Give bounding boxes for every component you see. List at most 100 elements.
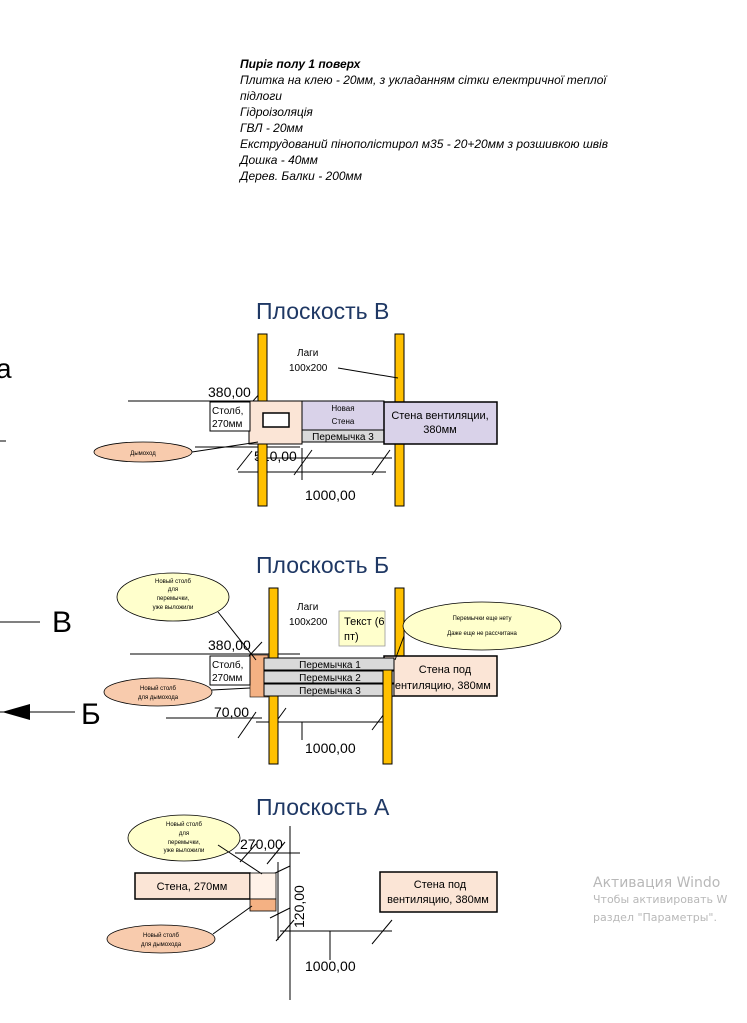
plane-a: Плоскость А 270,00 120,00 1000,00 Стена,… (106, 794, 498, 1000)
plane-b: Плоскость Б 380,00 70,00 1000,00 Стена п… (103, 552, 562, 765)
callout-text: для (168, 587, 178, 593)
callout-text: Новый столб (143, 932, 180, 939)
lintel-3-label: Перемычка 3 (299, 686, 361, 697)
edge-label-a: а (0, 353, 12, 384)
lagi-size-label: 100х200 (289, 617, 328, 628)
dim-tick (275, 919, 295, 942)
dim-tick (371, 449, 391, 476)
callout-dymokhod-text: Дымоход (130, 451, 156, 457)
callout-text: перемычки, (157, 596, 190, 602)
new-wall (301, 400, 385, 431)
callout-text: Даже еще не рассчитана (447, 631, 517, 637)
text-box-label: пт) (344, 631, 359, 643)
text-box-label: Текст (6 (344, 616, 385, 628)
notes-line: Плитка на клею - 20мм, з укладанням сітк… (240, 73, 607, 87)
callout-text: для дымохода (138, 695, 179, 701)
dim-tick (237, 711, 257, 739)
callout-text: для (179, 831, 189, 837)
text-box (338, 610, 386, 647)
new-wall-label: Новая (331, 404, 354, 413)
plane-v: Плоскость В 380,00 510,00 1000,00 Новая … (93, 298, 498, 507)
leader-line (217, 844, 263, 875)
dim-tick (371, 919, 393, 945)
callout-new-pillar (116, 572, 230, 622)
section-label-v: В (52, 606, 72, 639)
callout-text: Новый столб (155, 578, 192, 585)
dim-tick (239, 843, 257, 863)
dim-label-vertical: 120,00 (291, 885, 307, 928)
dim-tick (236, 450, 253, 471)
lagi-label: Лаги (297, 602, 318, 613)
chimney-pillar (249, 898, 277, 912)
callout-dymokhod (106, 924, 216, 954)
wall-270 (134, 872, 251, 900)
pillar-label: 270мм (212, 673, 243, 684)
callout-text: уже выложили (153, 605, 194, 611)
dim-label: 1000,00 (305, 958, 356, 974)
section-arrow-b (2, 704, 30, 720)
vent-wall (383, 655, 498, 697)
leader-line (191, 441, 259, 453)
notes-line: Дерев. Балки - 200мм (240, 169, 362, 183)
dim-label: 380,00 (208, 384, 251, 400)
vent-wall-label: Стена под (414, 879, 467, 891)
notes-line: підлоги (240, 89, 282, 103)
lintel-3-label: Перемычка 3 (312, 432, 374, 443)
dim-label: 270,00 (240, 836, 283, 852)
vent-wall-label: вентиляцию, 380мм (387, 894, 489, 906)
windows-activation-watermark: Активация Windo Чтобы активировать W раз… (593, 875, 727, 927)
pillar-label: 270мм (212, 419, 243, 430)
callout-text: Перемычки еще нету (452, 616, 511, 622)
vent-wall (379, 871, 498, 913)
callout-new-pillar (127, 814, 241, 862)
plane-b-title: Плоскость Б (256, 552, 389, 578)
dim-tick (266, 841, 286, 865)
dim-tick (293, 449, 313, 476)
lintel-1-label: Перемычка 1 (299, 660, 361, 671)
lintel-1 (263, 657, 395, 671)
leader-line (394, 635, 405, 661)
leader-line (211, 687, 251, 691)
pillar-label-box (209, 401, 251, 432)
lintel-3 (263, 683, 395, 697)
callout-text: Новый столб (140, 685, 177, 692)
notes-title: Пиріг полу 1 поверх (240, 57, 361, 71)
dim-tick (269, 907, 291, 919)
callout-text: для дымохода (141, 942, 182, 948)
lagi-size-label: 100х200 (289, 363, 328, 374)
plane-a-title: Плоскость А (256, 794, 390, 820)
callout-text: Новый столб (166, 821, 203, 828)
callout-text: перемычки, (168, 840, 201, 846)
notes-line: ГВЛ - 20мм (240, 121, 303, 135)
vent-wall-label: Стена под (419, 664, 472, 676)
lagi-label: Лаги (297, 348, 318, 359)
new-wall-label: Стена (332, 417, 355, 426)
chimney-opening (262, 412, 290, 428)
notes-line: Гідроізоляція (240, 105, 313, 119)
callout-lintels (402, 601, 562, 651)
pillar-label: Столб, (212, 659, 243, 671)
lintel-2-label: Перемычка 2 (299, 673, 361, 684)
plane-v-title: Плоскость В (256, 298, 389, 324)
leader-line (337, 367, 399, 379)
pillar-label: Столб, (212, 405, 243, 417)
notes-line: Дошка - 40мм (240, 153, 318, 167)
floor-layers-notes: Пиріг полу 1 поверх Плитка на клею - 20м… (240, 56, 710, 184)
callout-dymokhod (103, 677, 213, 707)
notes-line: Екструдований пінополістирол м35 - 20+20… (240, 137, 608, 151)
section-label-b: Б (81, 698, 101, 731)
watermark-line: Активация Windo (593, 875, 721, 891)
vent-wall (383, 401, 498, 445)
vent-wall-label: 380мм (423, 424, 456, 436)
leader-line (212, 905, 253, 935)
dim-label: 380,00 (208, 637, 251, 653)
vent-wall-label: вентиляцию, 380мм (389, 680, 491, 692)
lintel-2 (263, 670, 395, 684)
pillar-label-box (209, 655, 251, 686)
leader-line (217, 611, 257, 661)
watermark-line: Чтобы активировать W (593, 893, 728, 906)
post-lag-right-lower (382, 669, 393, 765)
dim-label: 1000,00 (305, 487, 356, 503)
wall-270-label: Стена, 270мм (157, 881, 228, 893)
